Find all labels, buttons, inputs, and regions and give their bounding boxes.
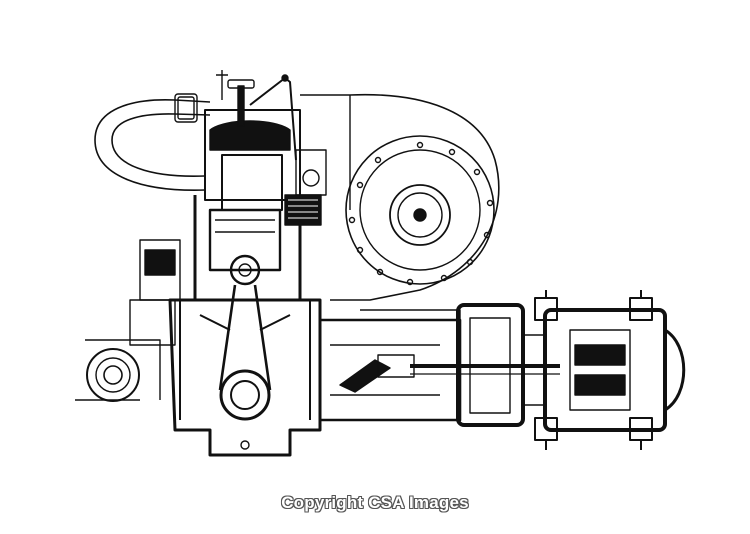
crankcase [168,284,322,457]
compressor-valves [534,290,653,450]
cylinder-and-piston [193,154,322,302]
exhaust-pipe [94,93,211,191]
cylinder-head [204,70,327,201]
copyright-watermark: Copyright CSA Images [281,493,469,512]
turbocharger-housing [300,93,500,301]
crosshead-assembly [320,309,560,422]
oil-pump [75,239,181,402]
turbo-bolt-ring [348,141,494,286]
compressor-cylinders [456,290,686,450]
